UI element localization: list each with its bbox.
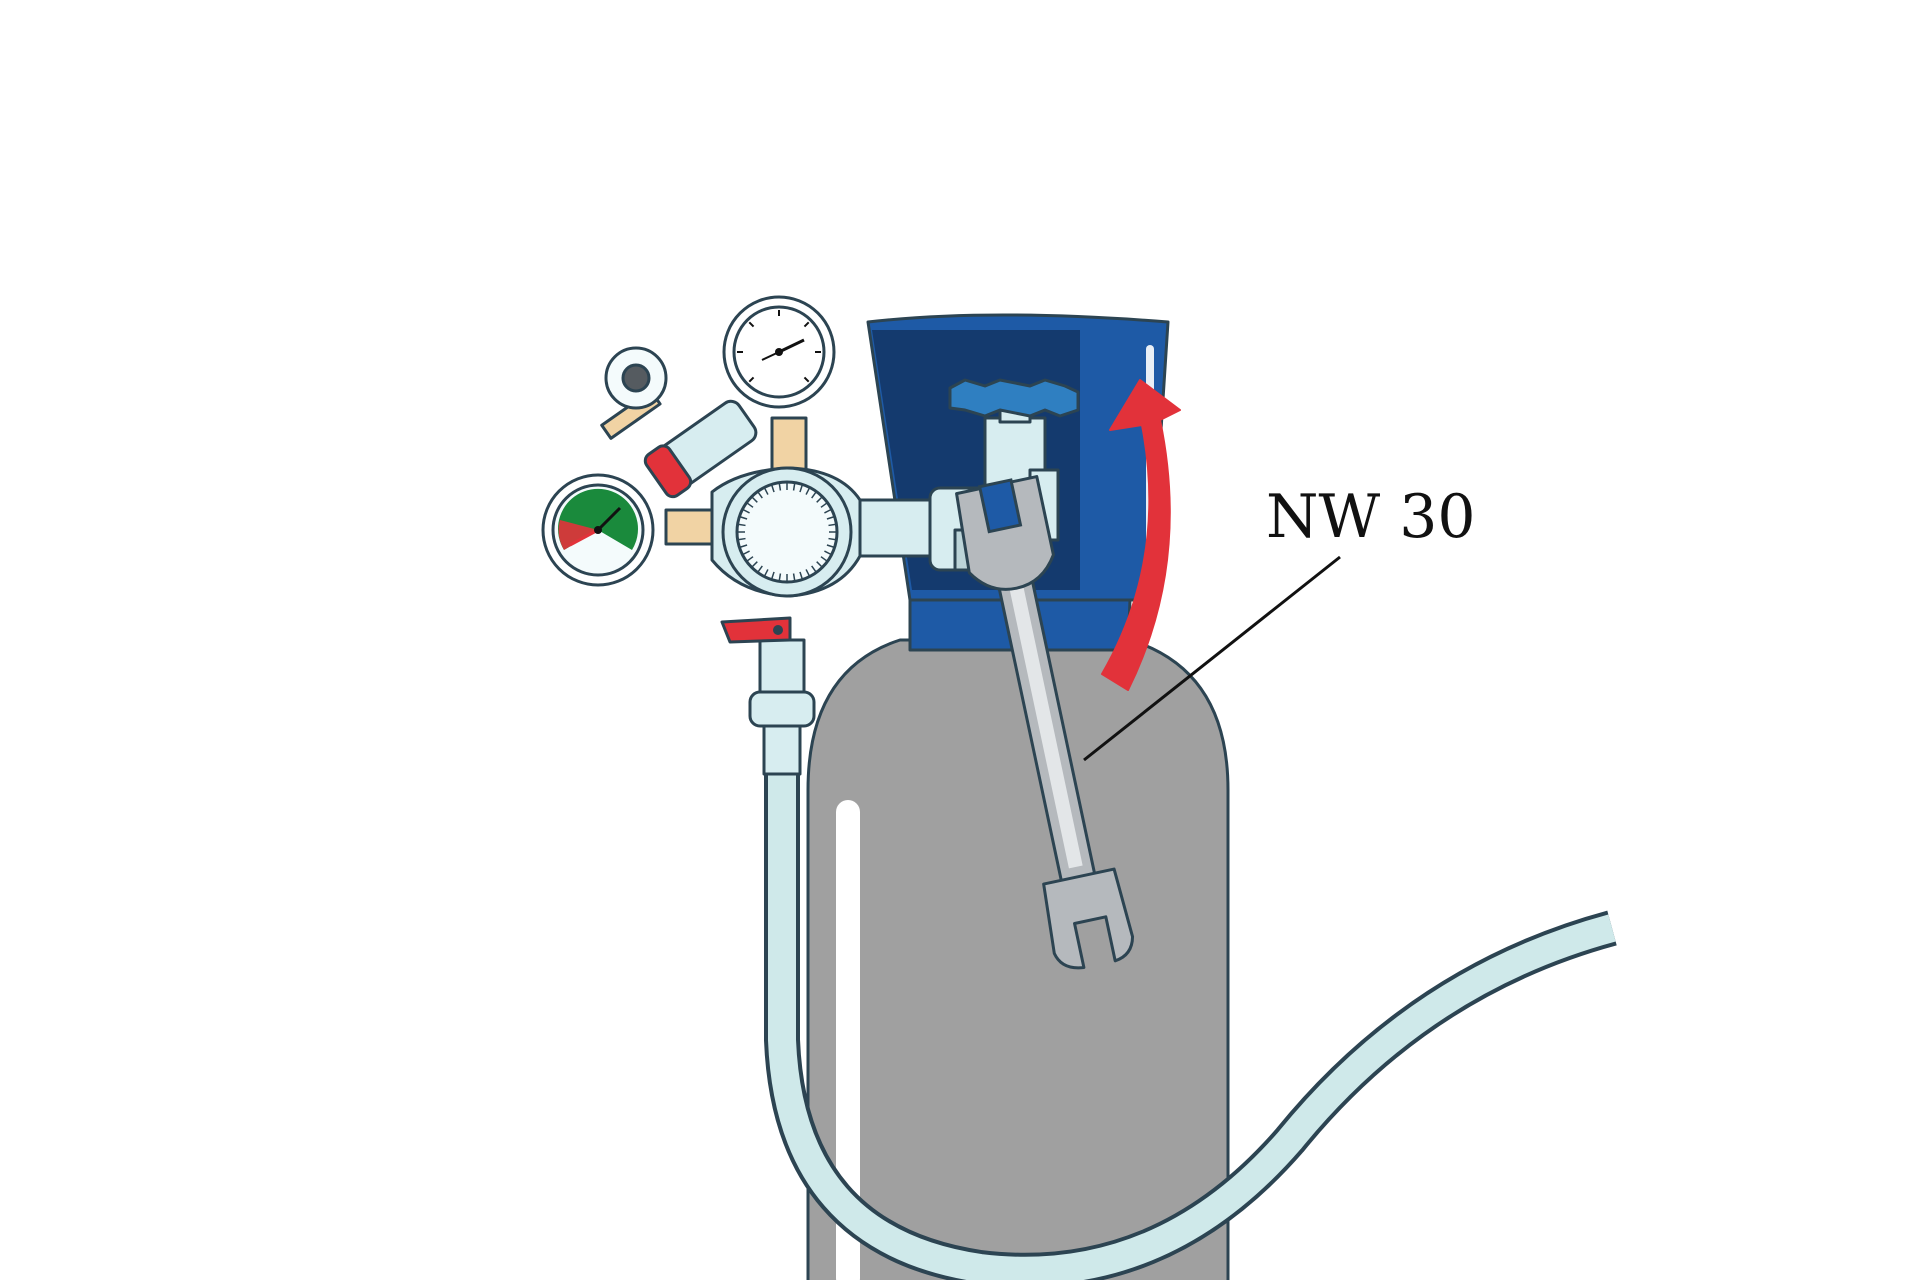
tick-mark <box>740 544 748 548</box>
tick-mark <box>778 573 782 581</box>
adjust-dial <box>735 480 839 584</box>
tick-mark <box>828 523 836 527</box>
gas-cylinder-icon <box>806 638 1230 1280</box>
shutoff-lever <box>720 616 792 644</box>
wrench-icon <box>955 475 1135 970</box>
tick-mark <box>826 516 834 520</box>
tick-mark <box>748 321 755 328</box>
relief-valve-knob-icon <box>604 346 668 410</box>
tick-mark <box>820 502 828 508</box>
tick-mark <box>738 523 746 527</box>
tick-mark <box>792 483 796 491</box>
callout-leader-line <box>1083 555 1341 762</box>
tick-mark <box>743 509 750 514</box>
tick-mark <box>824 550 831 555</box>
tick-mark <box>746 556 754 562</box>
cylinder-highlight <box>836 800 860 1280</box>
rotation-arrow-icon <box>1101 379 1181 691</box>
tick-mark <box>826 544 834 548</box>
tick-mark <box>811 565 817 573</box>
adjust-dial-ticks <box>738 483 836 581</box>
tick-mark <box>740 516 748 520</box>
tick-mark <box>751 496 758 503</box>
tick-mark <box>751 561 758 568</box>
tick-mark <box>792 573 796 581</box>
tick-mark <box>811 491 817 499</box>
pressure-regulator-icon <box>600 389 862 776</box>
pressure-gauge-icon <box>541 473 655 587</box>
tick-mark <box>828 537 836 541</box>
tick-mark <box>805 488 810 495</box>
tick-mark <box>771 485 775 493</box>
tick-mark <box>757 491 763 499</box>
tick-mark <box>803 321 810 328</box>
tick-mark <box>778 483 782 491</box>
tick-mark <box>757 565 763 573</box>
gauge-ticks <box>737 310 821 383</box>
tick-mark <box>816 561 823 568</box>
tick-mark <box>799 485 803 493</box>
working-pressure-gauge-icon <box>722 295 836 409</box>
hose-icon <box>764 770 1617 1280</box>
tick-mark <box>799 571 803 579</box>
tick-mark <box>743 550 750 555</box>
tick-mark <box>803 376 810 383</box>
callout-label: NW 30 <box>1266 482 1476 552</box>
tick-mark <box>805 569 810 576</box>
tick-mark <box>820 556 828 562</box>
valve-knob <box>948 378 1080 418</box>
tick-mark <box>746 502 754 508</box>
tick-mark <box>738 537 746 541</box>
tick-mark <box>816 496 823 503</box>
tick-mark <box>764 488 769 495</box>
tick-mark <box>771 571 775 579</box>
tick-mark <box>748 376 755 383</box>
tick-mark <box>824 509 831 514</box>
tick-mark <box>764 569 769 576</box>
